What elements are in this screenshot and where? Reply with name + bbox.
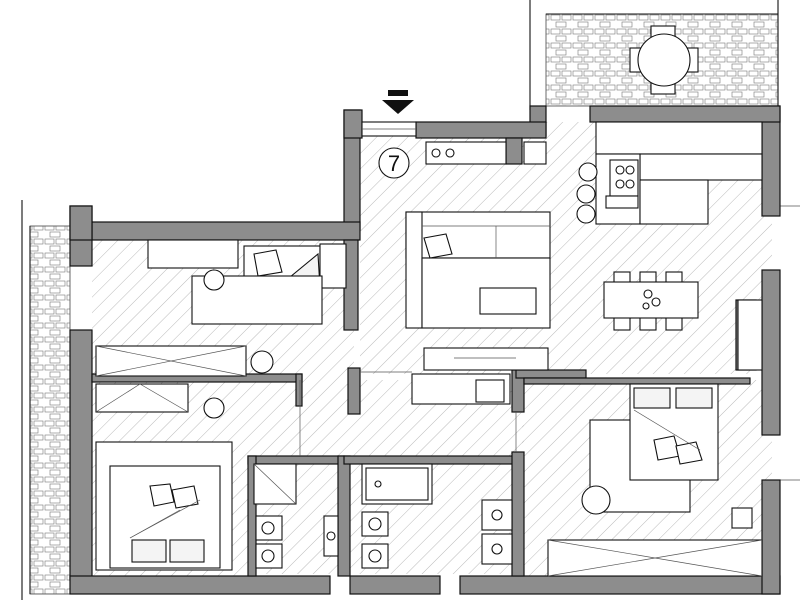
walls [69, 105, 781, 595]
dining-table [603, 271, 699, 331]
bathroom-2 [361, 463, 513, 569]
bathroom-1 [253, 463, 339, 569]
entrance-arrow-icon [382, 90, 414, 114]
terrace-dining-table [629, 25, 699, 95]
living-sofa [405, 211, 551, 329]
unit-number-badge [378, 147, 410, 179]
kitchen [425, 121, 763, 225]
unit-number: 7 [388, 151, 400, 176]
terrace-left [21, 200, 71, 600]
tv-unit [423, 347, 549, 371]
wardrobe-hall [737, 299, 763, 371]
door-swings [299, 121, 517, 456]
bedroom-left [95, 383, 233, 571]
study-room [95, 239, 347, 377]
hall-wardrobe [411, 373, 511, 405]
bedroom-right [547, 383, 763, 577]
